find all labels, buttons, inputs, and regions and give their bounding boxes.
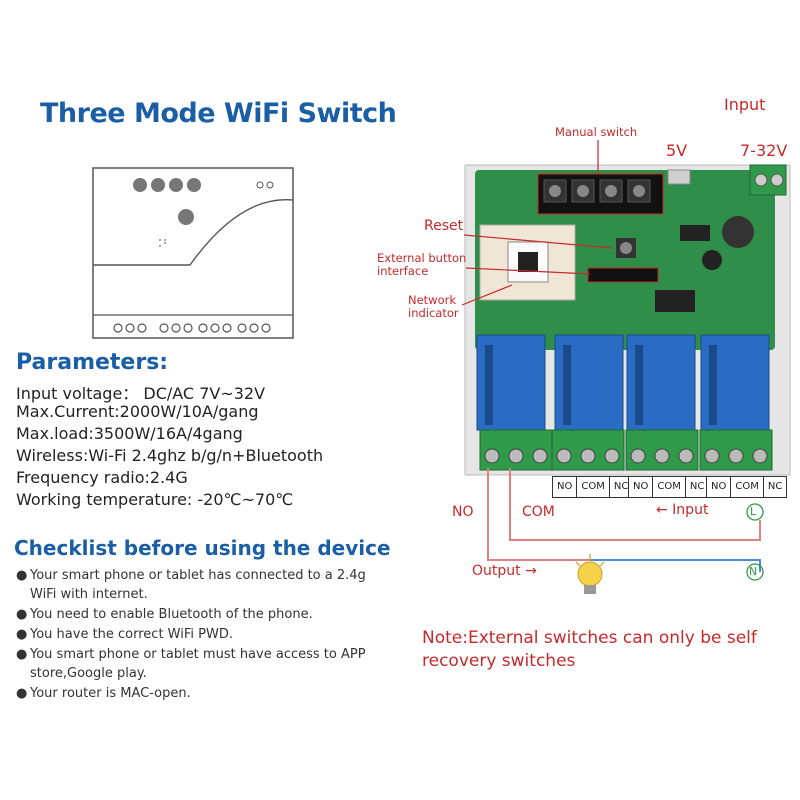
output-label: Output → bbox=[472, 563, 537, 579]
list-item: ●You need to enable Bluetooth of the pho… bbox=[16, 607, 313, 622]
manual-switch-label: Manual switch bbox=[555, 125, 638, 139]
relay-board-illustration bbox=[464, 164, 791, 476]
input-label: Input bbox=[724, 95, 766, 114]
param-frequency: Frequency radio:2.4G bbox=[16, 468, 188, 487]
bullet-icon: ● bbox=[16, 647, 28, 662]
note-text: Note:External switches can only be self … bbox=[422, 628, 757, 671]
bullet-icon: ● bbox=[16, 607, 28, 622]
com-wire-label: COM bbox=[522, 504, 555, 520]
page-title: Three Mode WiFi Switch bbox=[40, 98, 397, 129]
neutral-terminal-label: N bbox=[749, 565, 758, 578]
external-button-label: External button interface bbox=[377, 251, 467, 278]
bullet-icon: ● bbox=[16, 568, 28, 583]
light-bulb-icon bbox=[575, 554, 605, 594]
list-item: ●Your smart phone or tablet has connecte… bbox=[16, 568, 366, 602]
list-item: ●You smart phone or tablet must have acc… bbox=[16, 647, 366, 681]
7-32v-label: 7-32V bbox=[740, 141, 788, 160]
param-max-load: Max.load:3500W/16A/4gang bbox=[16, 424, 243, 443]
param-wireless: Wireless:Wi-Fi 2.4ghz b/g/n+Bluetooth bbox=[16, 446, 324, 465]
5v-label: 5V bbox=[666, 141, 688, 160]
checklist: ●Your smart phone or tablet has connecte… bbox=[14, 566, 394, 704]
reset-label: Reset bbox=[424, 218, 464, 234]
list-item: ●Your router is MAC-open. bbox=[16, 686, 191, 701]
bullet-icon: ● bbox=[16, 627, 28, 642]
no-wire-label: NO bbox=[452, 504, 474, 520]
checklist-heading: Checklist before using the device bbox=[14, 536, 391, 560]
device-outline-illustration bbox=[92, 167, 294, 339]
param-max-current: Max.Current:2000W/10A/gang bbox=[16, 402, 259, 421]
bullet-icon: ● bbox=[16, 686, 28, 701]
list-item: ●You have the correct WiFi PWD. bbox=[16, 627, 233, 642]
parameters-heading: Parameters: bbox=[16, 350, 169, 375]
live-terminal-label: L bbox=[750, 505, 757, 518]
input-arrow-label: ← Input bbox=[656, 502, 709, 518]
param-working-temperature: Working temperature: -20℃~70℃ bbox=[16, 490, 294, 509]
param-input-voltage: Input voltage： DC/AC 7V~32V bbox=[16, 384, 266, 403]
network-indicator-label: Network indicator bbox=[408, 293, 459, 320]
